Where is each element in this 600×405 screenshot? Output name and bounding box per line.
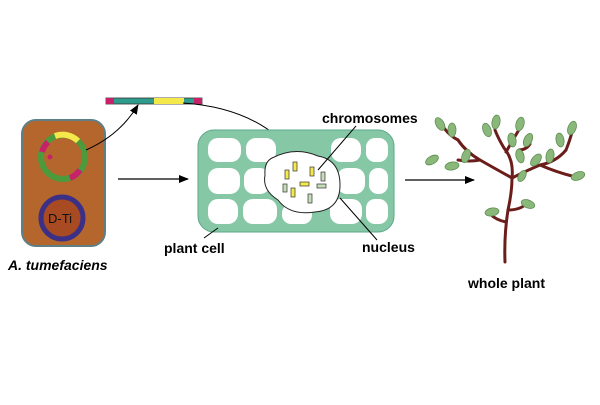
excision-arrow [85,104,139,151]
nucleus-leader [339,197,378,241]
nucleus-label: nucleus [362,239,415,255]
chromosome-icon [282,161,327,204]
plant-cell-icon [197,129,395,233]
ti-plasmid-icon [38,131,88,182]
bacterium-label: A. tumefaciens [8,257,108,273]
plant-cell-label: plant cell [164,240,225,256]
plasmid-icon [38,194,86,242]
t-dna-strip-icon [105,97,203,105]
chromosomes-label: chromosomes [322,110,418,126]
plasmid-label: D-Ti [48,211,73,226]
plant-icon [425,114,586,264]
whole-plant-label: whole plant [468,275,545,291]
chromosomes-leader [317,125,357,171]
bacterium-icon [21,119,106,247]
plant-cell-leader [203,227,219,239]
